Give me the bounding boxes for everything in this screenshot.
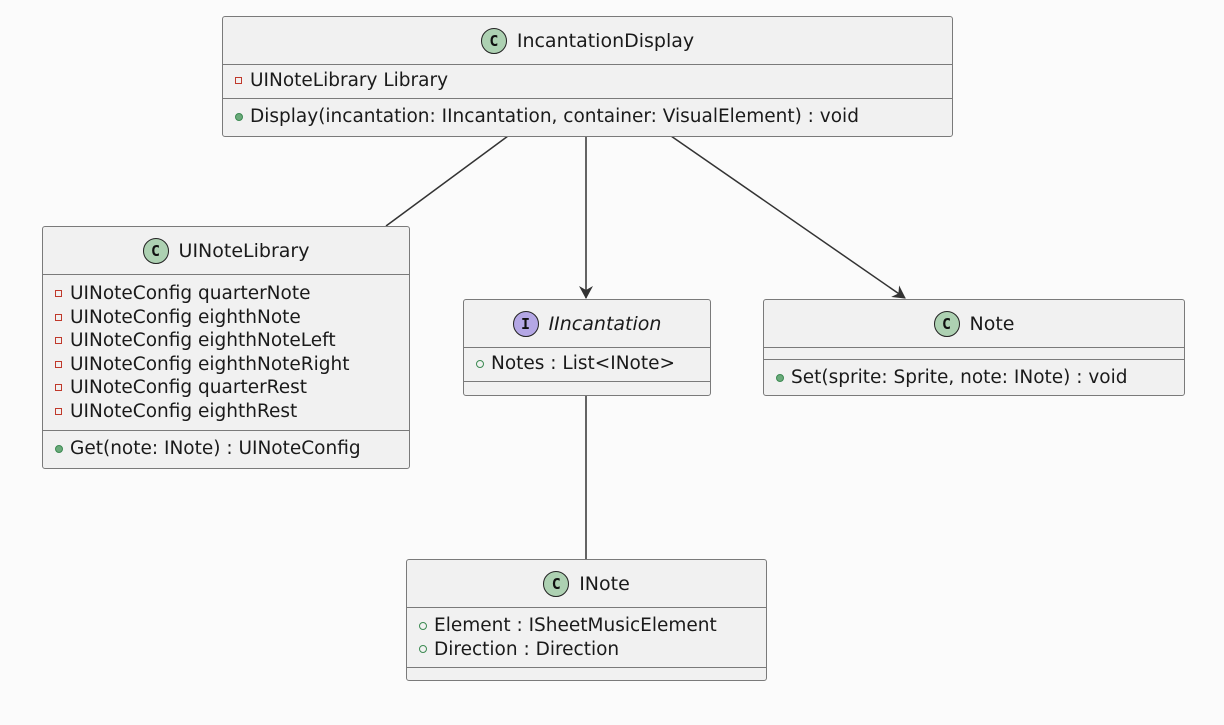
public-field-marker-icon <box>418 645 427 654</box>
class-name: IncantationDisplay <box>516 29 695 52</box>
private-marker-icon <box>55 384 62 392</box>
class-name: Note <box>969 312 1015 335</box>
field-text: UINoteConfig quarterRest <box>70 377 307 399</box>
class-incantationdisplay: C IncantationDisplay UINoteLibrary Libra… <box>222 16 953 137</box>
field-row: UINoteLibrary Library <box>233 69 942 93</box>
field-text: UINoteLibrary Library <box>250 70 449 92</box>
class-header: I IIncantation <box>464 300 710 348</box>
class-header: C INote <box>407 560 766 608</box>
class-name: UINoteLibrary <box>178 239 310 262</box>
method-text: Display(incantation: IIncantation, conta… <box>250 106 859 128</box>
private-marker-icon <box>55 337 62 345</box>
private-marker-icon <box>55 407 62 415</box>
field-text: UINoteConfig eighthNoteLeft <box>70 330 336 352</box>
field-row: UINoteConfig eighthNote <box>53 306 399 330</box>
class-header: C IncantationDisplay <box>223 17 952 65</box>
method-row: Set(sprite: Sprite, note: INote) : void <box>774 366 1174 390</box>
public-method-marker-icon <box>775 373 784 382</box>
class-note: C Note Set(sprite: Sprite, note: INote) … <box>763 299 1185 396</box>
interface-stereotype-icon: I <box>512 310 539 337</box>
field-text: Direction : Direction <box>434 638 620 660</box>
public-field-marker-icon <box>418 621 427 630</box>
method-text: Set(sprite: Sprite, note: INote) : void <box>791 367 1128 389</box>
field-text: Element : ISheetMusicElement <box>434 615 717 637</box>
field-row: UINoteConfig quarterNote <box>53 282 399 306</box>
field-section <box>764 348 1184 360</box>
class-header: C UINoteLibrary <box>43 227 409 275</box>
private-marker-icon <box>55 313 62 321</box>
field-row: UINoteConfig eighthNoteRight <box>53 353 399 377</box>
class-stereotype-icon: C <box>480 27 507 54</box>
method-section <box>407 668 766 680</box>
field-text: UINoteConfig eighthRest <box>70 400 298 422</box>
field-text: UINoteConfig eighthNote <box>70 306 301 328</box>
public-field-marker-icon <box>475 359 484 368</box>
field-text: UINoteConfig eighthNoteRight <box>70 353 350 375</box>
class-uinotelibrary: C UINoteLibrary UINoteConfig quarterNote… <box>42 226 410 469</box>
field-row: UINoteConfig eighthRest <box>53 400 399 424</box>
class-stereotype-icon: C <box>543 570 570 597</box>
field-text: Notes : List<INote> <box>491 353 676 375</box>
method-section: Get(note: INote) : UINoteConfig <box>43 431 409 468</box>
field-row: Direction : Direction <box>417 638 756 662</box>
class-header: C Note <box>764 300 1184 348</box>
class-stereotype-icon: C <box>142 237 169 264</box>
field-text: UINoteConfig quarterNote <box>70 283 311 305</box>
field-row: UINoteConfig eighthNoteLeft <box>53 329 399 353</box>
private-marker-icon <box>235 77 242 85</box>
class-inote: C INote Element : ISheetMusicElement Dir… <box>406 559 767 681</box>
class-name: INote <box>579 572 630 595</box>
method-section: Display(incantation: IIncantation, conta… <box>223 99 952 136</box>
field-section: UINoteConfig quarterNote UINoteConfig ei… <box>43 275 409 431</box>
method-section: Set(sprite: Sprite, note: INote) : void <box>764 360 1184 395</box>
method-row: Display(incantation: IIncantation, conta… <box>233 105 942 129</box>
method-row: Get(note: INote) : UINoteConfig <box>53 437 399 461</box>
class-stereotype-icon: C <box>933 310 960 337</box>
edge-display-to-note <box>670 135 906 299</box>
public-method-marker-icon <box>234 112 243 121</box>
edge-display-to-uinotelibrary <box>385 135 509 227</box>
method-section <box>464 382 710 395</box>
private-marker-icon <box>55 360 62 368</box>
field-row: UINoteConfig quarterRest <box>53 376 399 400</box>
private-marker-icon <box>55 290 62 298</box>
method-text: Get(note: INote) : UINoteConfig <box>70 438 361 460</box>
class-name: IIncantation <box>548 312 662 335</box>
field-section: Element : ISheetMusicElement Direction :… <box>407 608 766 668</box>
public-method-marker-icon <box>54 444 63 453</box>
field-section: Notes : List<INote> <box>464 348 710 382</box>
interface-iincantation: I IIncantation Notes : List<INote> <box>463 299 711 396</box>
field-row: Element : ISheetMusicElement <box>417 614 756 638</box>
field-row: Notes : List<INote> <box>474 352 700 376</box>
field-section: UINoteLibrary Library <box>223 65 952 99</box>
